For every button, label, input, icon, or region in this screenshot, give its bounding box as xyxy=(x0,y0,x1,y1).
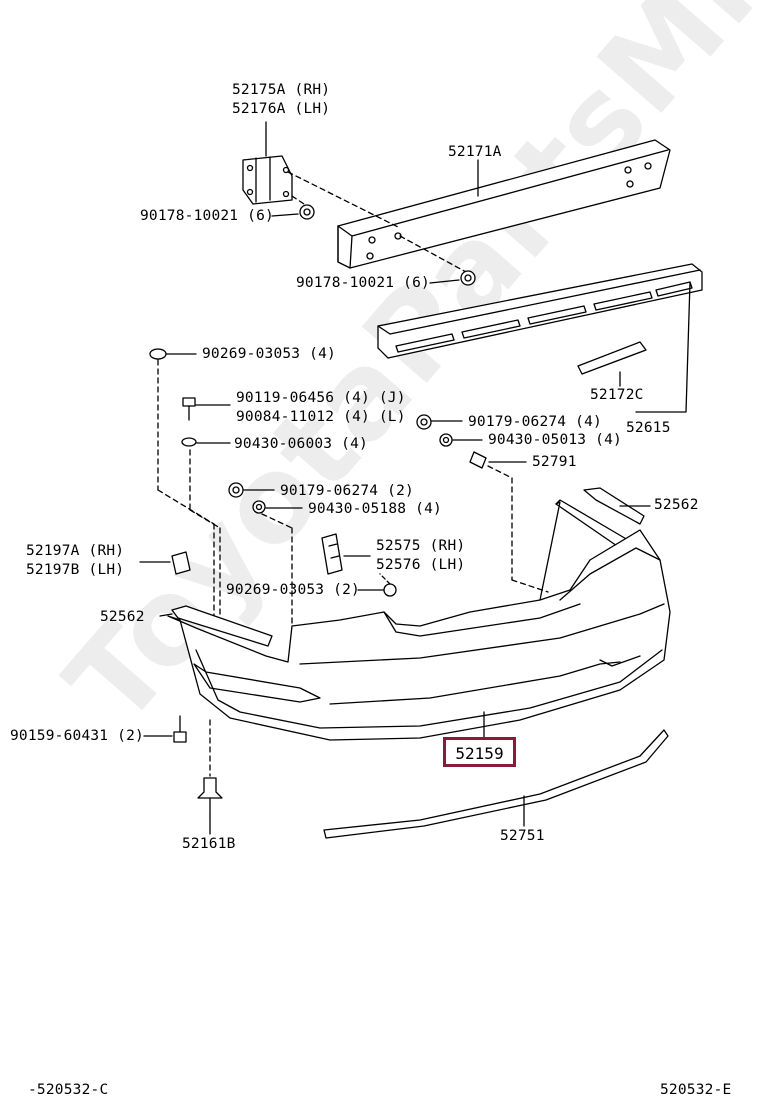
washer-90430-b xyxy=(439,433,483,447)
label-52576: 52576 (LH) xyxy=(376,557,466,573)
clip-90269-a xyxy=(149,348,197,360)
highlighted-part-52159[interactable]: 52159 xyxy=(443,737,516,767)
clip-90269-b xyxy=(357,583,397,597)
label-52171A: 52171A xyxy=(448,144,502,160)
bolt-90159 xyxy=(143,715,187,743)
nut-90179-b xyxy=(228,482,275,498)
nut-90179-a xyxy=(416,414,463,430)
label-52197A: 52197A (RH) xyxy=(26,543,125,559)
label-52161B: 52161B xyxy=(182,836,236,852)
washer-90430-a xyxy=(181,437,231,447)
nut-90178-b xyxy=(429,270,476,286)
label-52791: 52791 xyxy=(532,454,577,470)
label-90269-b: 90269-03053 (2) xyxy=(226,582,360,598)
label-52172C: 52172C xyxy=(590,387,644,403)
bolt-90119 xyxy=(182,397,231,421)
label-52562-right: 52562 xyxy=(654,497,699,513)
bolt-52791 xyxy=(469,451,527,469)
footer-code-left: -520532-C xyxy=(28,1082,109,1098)
label-90430-a: 90430-06003 (4) xyxy=(234,436,368,452)
washer-90430-c xyxy=(252,500,303,514)
moulding-52751 xyxy=(323,729,669,839)
label-90269-a: 90269-03053 (4) xyxy=(202,346,336,362)
label-90179-b: 90179-06274 (2) xyxy=(280,483,414,499)
label-90178-a: 90178-10021 (6) xyxy=(140,208,274,224)
label-52562-left: 52562 xyxy=(100,609,145,625)
label-52176A: 52176A (LH) xyxy=(232,101,331,117)
label-90119: 90119-06456 (4) (J) xyxy=(236,390,406,406)
absorber-52615 xyxy=(377,263,703,413)
label-52159: 52159 xyxy=(455,744,504,763)
bracket-52175A xyxy=(242,121,293,205)
label-90084: 90084-11012 (4) (L) xyxy=(236,409,406,425)
retainer-52575 xyxy=(321,533,371,575)
bracket-52562-left xyxy=(159,605,273,647)
label-90159: 90159-60431 (2) xyxy=(10,728,144,744)
label-52197B: 52197B (LH) xyxy=(26,562,125,578)
bumper-cover-52159 xyxy=(167,501,671,741)
label-52615: 52615 xyxy=(626,420,671,436)
label-90430-b: 90430-05013 (4) xyxy=(488,432,622,448)
label-90178-b: 90178-10021 (6) xyxy=(296,275,430,291)
rod-52172C xyxy=(577,341,647,387)
reinforcement-bar-52171A xyxy=(337,139,671,269)
footer-code-right: 520532-E xyxy=(660,1082,732,1098)
label-90430-c: 90430-05188 (4) xyxy=(308,501,442,517)
clip-52197A xyxy=(139,551,191,575)
nut-90178-a xyxy=(271,204,315,220)
label-52175A: 52175A (RH) xyxy=(232,82,331,98)
label-52575: 52575 (RH) xyxy=(376,538,466,554)
label-90179-a: 90179-06274 (4) xyxy=(468,414,602,430)
fastener-52161B xyxy=(197,777,223,835)
label-52751: 52751 xyxy=(500,828,545,844)
